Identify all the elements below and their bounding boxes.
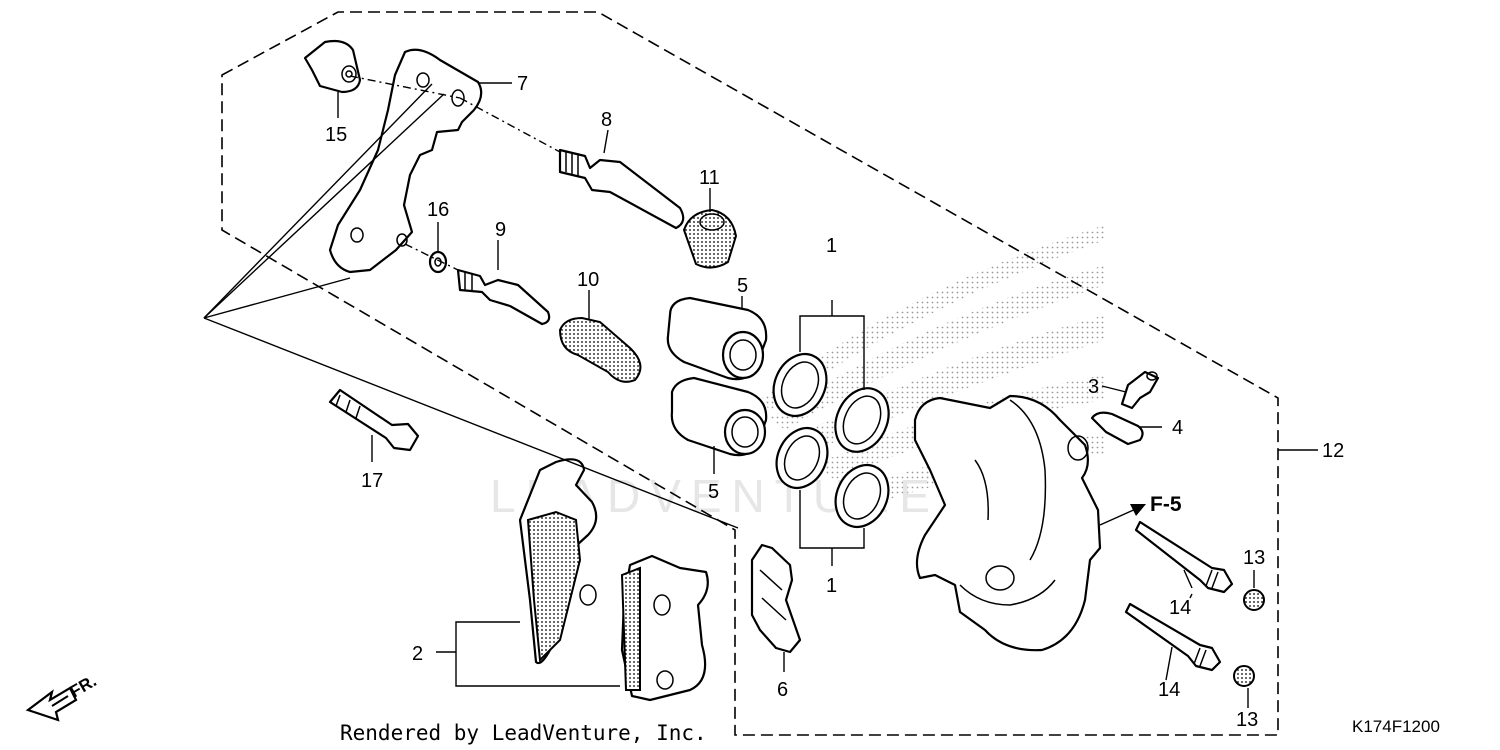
- front-direction-arrow: [25, 686, 78, 722]
- callout-1-bottom: 1: [826, 575, 837, 597]
- callout-numbers: 1 1 2 3 4 5 5 6 7 8 9 10 11 12 13 13 14 …: [325, 73, 1344, 731]
- callout-12: 12: [1322, 440, 1344, 462]
- seal-ring-2: [834, 387, 890, 453]
- bleeder-screw: [1120, 370, 1160, 410]
- leader-lines: [203, 75, 1318, 708]
- callout-7: 7: [517, 73, 528, 95]
- boot-lower: [558, 316, 642, 383]
- pin-bolt-upper: [558, 148, 685, 230]
- caliper-assembly-boundary: [221, 11, 1279, 736]
- callout-11: 11: [699, 167, 720, 189]
- callout-1-top: 1: [826, 235, 837, 257]
- pin-bolt-lower: [456, 268, 551, 326]
- pad-spring: [750, 543, 802, 654]
- washer: [428, 250, 448, 274]
- callout-5-bottom: 5: [708, 481, 719, 503]
- callout-13-top: 13: [1243, 547, 1265, 569]
- seal-ring-1: [772, 353, 828, 417]
- callout-14-top: 14: [1169, 597, 1191, 619]
- boot-upper: [682, 208, 738, 269]
- callout-15: 15: [325, 124, 347, 146]
- callout-16: 16: [427, 199, 449, 221]
- callout-4: 4: [1172, 417, 1183, 439]
- reference-arrow: [1099, 504, 1146, 526]
- slide-pin-upper: [1134, 520, 1234, 594]
- callout-9: 9: [495, 219, 506, 241]
- seal-ring-3: [775, 427, 829, 489]
- piston-upper: [666, 296, 768, 381]
- diagram-code: K174F1200: [1352, 717, 1440, 736]
- plug-lower: [1233, 665, 1255, 687]
- reference-mark: F-5: [1150, 493, 1182, 516]
- plug-upper: [1243, 589, 1265, 611]
- callout-13-bottom: 13: [1236, 709, 1258, 731]
- slide-pin-lower: [1124, 602, 1222, 672]
- collar: [303, 39, 362, 94]
- callout-2: 2: [412, 643, 423, 665]
- callout-6: 6: [777, 679, 788, 701]
- caliper-body: [913, 394, 1102, 652]
- callout-5-top: 5: [737, 275, 748, 297]
- caliper-bracket: [328, 48, 483, 274]
- callout-10: 10: [577, 269, 599, 291]
- brake-pad-right: [620, 554, 709, 702]
- piston-lower: [670, 376, 768, 457]
- bleeder-cap: [1090, 411, 1144, 446]
- callout-8: 8: [601, 109, 612, 131]
- brake-pad-left: [518, 458, 598, 665]
- callout-14-bottom: 14: [1158, 679, 1180, 701]
- credit-text: Rendered by LeadVenture, Inc.: [340, 721, 707, 745]
- seal-ring-4: [834, 464, 890, 528]
- mounting-bolt: [328, 388, 420, 452]
- callout-3: 3: [1088, 376, 1099, 398]
- callout-17: 17: [361, 470, 383, 492]
